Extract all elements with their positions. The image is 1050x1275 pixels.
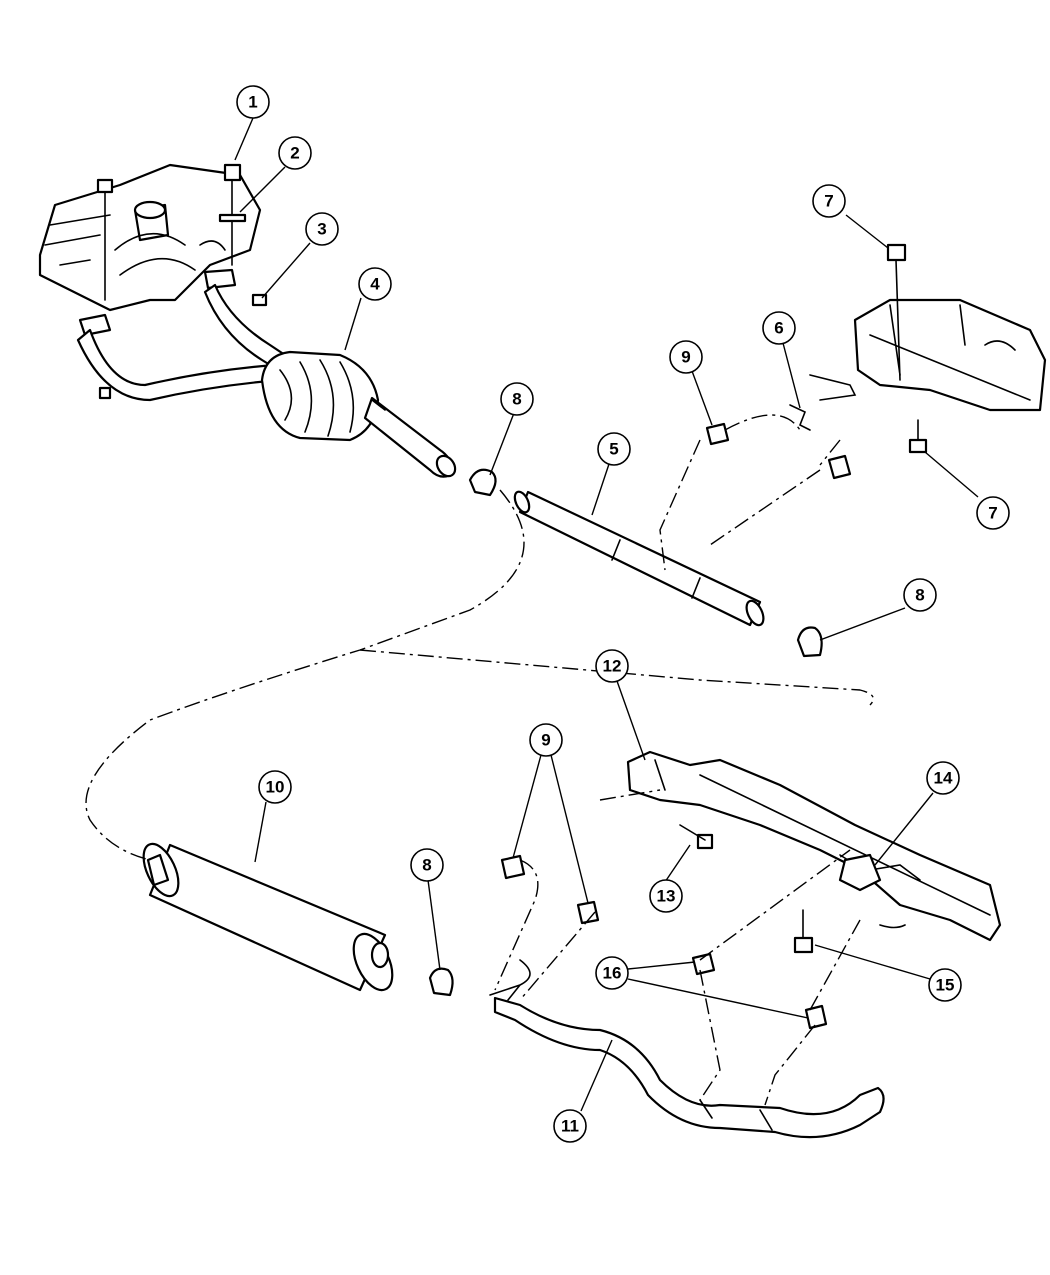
svg-text:4: 4 xyxy=(370,275,380,294)
hanger-isolators-lower xyxy=(489,854,828,1030)
callout-13: 13 xyxy=(649,879,683,913)
leader-lines xyxy=(234,117,979,1112)
svg-text:11: 11 xyxy=(561,1117,579,1136)
callout-9-upper: 9 xyxy=(669,340,703,374)
svg-text:8: 8 xyxy=(512,390,521,409)
callout-7-side: 7 xyxy=(976,496,1010,530)
svg-text:7: 7 xyxy=(824,192,833,211)
callout-8-upper-right: 8 xyxy=(903,578,937,612)
callout-5: 5 xyxy=(597,432,631,466)
hanger-isolator-upper xyxy=(705,404,852,480)
svg-text:1: 1 xyxy=(248,93,257,112)
svg-text:9: 9 xyxy=(541,731,550,750)
callout-10: 10 xyxy=(258,770,292,804)
frame-crossmember-upper xyxy=(809,298,1047,412)
catalytic-converter xyxy=(260,350,457,478)
svg-text:14: 14 xyxy=(934,769,953,788)
callout-12: 12 xyxy=(595,649,629,683)
intermediate-pipe xyxy=(513,490,765,627)
callout-8-upper-left: 8 xyxy=(500,382,534,416)
callout-9-lower: 9 xyxy=(529,723,563,757)
callout-3: 3 xyxy=(305,212,339,246)
svg-text:7: 7 xyxy=(988,504,997,523)
svg-text:8: 8 xyxy=(422,856,431,875)
svg-text:10: 10 xyxy=(266,778,285,797)
engine-block xyxy=(38,163,262,312)
clamp-lower xyxy=(428,967,454,997)
callout-4: 4 xyxy=(358,267,392,301)
callout-8-lower: 8 xyxy=(410,848,444,882)
assembly-lines xyxy=(85,414,874,1106)
callout-14: 14 xyxy=(926,761,960,795)
callout-15: 15 xyxy=(928,968,962,1002)
callout-7-top: 7 xyxy=(812,184,846,218)
svg-text:16: 16 xyxy=(603,964,622,983)
muffler xyxy=(142,842,394,992)
svg-text:9: 9 xyxy=(681,348,690,367)
callout-2: 2 xyxy=(278,136,312,170)
svg-text:8: 8 xyxy=(915,586,924,605)
frame-crossmember-rear xyxy=(626,750,1002,942)
svg-text:15: 15 xyxy=(936,976,955,995)
svg-text:3: 3 xyxy=(317,220,326,239)
clamp-upper-left xyxy=(468,468,497,497)
callout-1: 1 xyxy=(236,85,270,119)
svg-text:13: 13 xyxy=(657,887,676,906)
svg-text:12: 12 xyxy=(603,657,622,676)
clamp-upper-right xyxy=(796,626,823,658)
callout-11: 11 xyxy=(553,1109,587,1143)
svg-text:2: 2 xyxy=(290,144,299,163)
svg-text:5: 5 xyxy=(609,440,618,459)
tailpipe xyxy=(493,996,885,1139)
callout-16: 16 xyxy=(595,956,629,990)
svg-text:6: 6 xyxy=(774,319,783,338)
callout-6: 6 xyxy=(762,311,796,345)
